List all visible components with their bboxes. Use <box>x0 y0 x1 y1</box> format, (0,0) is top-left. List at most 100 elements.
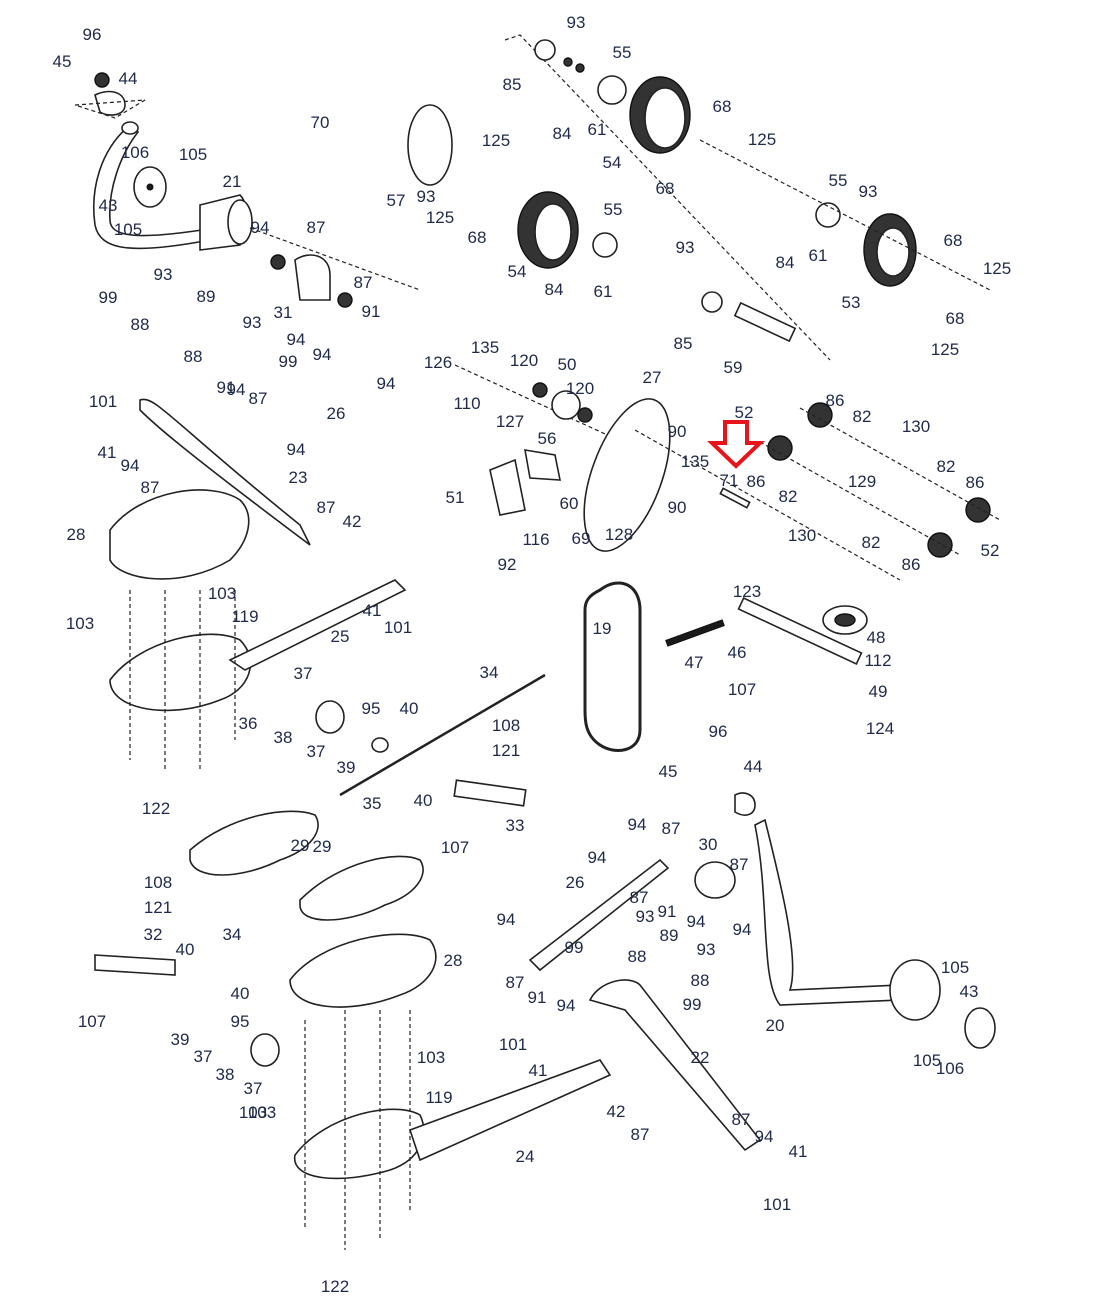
part-label-56: 56 <box>538 429 557 448</box>
part-label-86: 86 <box>966 473 985 492</box>
part-label-68: 68 <box>713 97 732 116</box>
part-label-106: 106 <box>121 143 149 162</box>
part-label-105: 105 <box>179 145 207 164</box>
part-label-88: 88 <box>628 947 647 966</box>
part-label-61: 61 <box>809 246 828 265</box>
part-label-19: 19 <box>593 619 612 638</box>
foot-pads <box>189 810 424 921</box>
part-label-43: 43 <box>960 982 979 1001</box>
part-label-27: 27 <box>643 368 662 387</box>
part-label-34: 34 <box>223 925 242 944</box>
part-label-103: 103 <box>66 614 94 633</box>
part-label-41: 41 <box>529 1061 548 1080</box>
part-label-93: 93 <box>243 313 262 332</box>
part-label-84: 84 <box>776 253 795 272</box>
part-label-41: 41 <box>98 443 117 462</box>
part-label-37: 37 <box>244 1079 263 1098</box>
part-label-87: 87 <box>307 218 326 237</box>
part-label-126: 126 <box>424 353 452 372</box>
part-label-99: 99 <box>279 352 298 371</box>
part-label-57: 57 <box>387 191 406 210</box>
part-label-93: 93 <box>154 265 173 284</box>
part-label-122: 122 <box>321 1277 349 1296</box>
part-label-93: 93 <box>567 13 586 32</box>
part-label-135: 135 <box>471 338 499 357</box>
part-label-86: 86 <box>747 472 766 491</box>
part-label-51: 51 <box>446 488 465 507</box>
drive-belt <box>583 581 642 752</box>
part-label-94: 94 <box>588 848 607 867</box>
part-label-122: 122 <box>142 799 170 818</box>
part-label-22: 22 <box>691 1048 710 1067</box>
part-label-86: 86 <box>826 391 845 410</box>
part-label-40: 40 <box>400 699 419 718</box>
part-label-95: 95 <box>231 1012 250 1031</box>
right-pedal-assembly <box>94 792 996 1250</box>
part-label-120: 120 <box>510 351 538 370</box>
part-label-55: 55 <box>829 171 848 190</box>
part-label-33: 33 <box>506 816 525 835</box>
part-label-88: 88 <box>691 971 710 990</box>
highlight-arrow <box>707 420 765 469</box>
part-label-38: 38 <box>216 1065 235 1084</box>
part-label-61: 61 <box>594 282 613 301</box>
part-label-30: 30 <box>699 835 718 854</box>
part-label-87: 87 <box>249 389 268 408</box>
part-label-96: 96 <box>709 722 728 741</box>
part-label-93: 93 <box>697 940 716 959</box>
part-label-37: 37 <box>294 664 313 683</box>
part-label-68: 68 <box>946 309 965 328</box>
part-label-86: 86 <box>902 555 921 574</box>
part-label-93: 93 <box>417 187 436 206</box>
part-label-89: 89 <box>660 926 679 945</box>
part-label-45: 45 <box>659 762 678 781</box>
part-label-28: 28 <box>444 951 463 970</box>
part-label-87: 87 <box>317 498 336 517</box>
part-label-103: 103 <box>239 1103 267 1122</box>
part-label-94: 94 <box>287 440 306 459</box>
part-label-129: 129 <box>848 472 876 491</box>
part-label-108: 108 <box>144 873 172 892</box>
part-label-41: 41 <box>363 601 382 620</box>
part-label-55: 55 <box>604 200 623 219</box>
left-pedal-assembly <box>109 398 407 770</box>
part-label-116: 116 <box>522 530 549 549</box>
part-label-94: 94 <box>497 910 516 929</box>
part-label-48: 48 <box>867 628 886 647</box>
part-label-99: 99 <box>99 288 118 307</box>
part-label-101: 101 <box>763 1195 791 1214</box>
part-label-45: 45 <box>53 52 72 71</box>
link-assembly <box>339 673 546 807</box>
part-label-94: 94 <box>313 345 332 364</box>
part-label-91: 91 <box>528 988 547 1007</box>
part-label-125: 125 <box>482 131 510 150</box>
part-label-43: 43 <box>99 196 118 215</box>
part-label-42: 42 <box>607 1102 626 1121</box>
part-label-34: 34 <box>480 663 499 682</box>
part-label-125: 125 <box>426 208 454 227</box>
part-label-29: 29 <box>291 836 310 855</box>
idler-arm <box>665 597 868 665</box>
part-label-93: 93 <box>636 907 655 926</box>
part-label-39: 39 <box>171 1030 190 1049</box>
part-label-94: 94 <box>251 218 270 237</box>
part-label-87: 87 <box>662 819 681 838</box>
part-label-44: 44 <box>119 69 138 88</box>
part-label-38: 38 <box>274 728 293 747</box>
part-label-121: 121 <box>144 898 172 917</box>
part-label-96: 96 <box>83 25 102 44</box>
part-label-61: 61 <box>588 120 607 139</box>
part-label-106: 106 <box>936 1059 964 1078</box>
part-label-91: 91 <box>362 302 381 321</box>
part-label-39: 39 <box>337 758 356 777</box>
part-label-82: 82 <box>779 487 798 506</box>
part-label-55: 55 <box>613 43 632 62</box>
part-label-84: 84 <box>553 124 572 143</box>
part-label-119: 119 <box>231 607 258 626</box>
part-label-125: 125 <box>748 130 776 149</box>
part-label-95: 95 <box>362 699 381 718</box>
part-label-107: 107 <box>728 680 756 699</box>
part-label-103: 103 <box>417 1048 445 1067</box>
part-label-82: 82 <box>853 407 872 426</box>
